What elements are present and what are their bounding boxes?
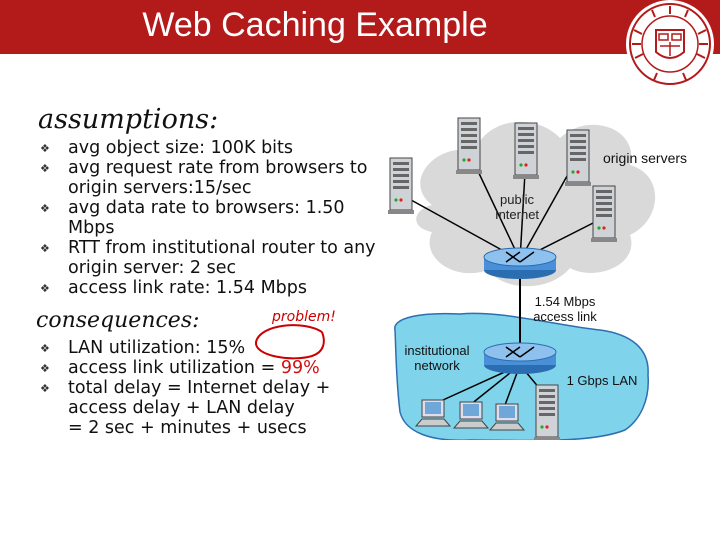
access-utilization-label: access link utilization = (68, 358, 281, 378)
list-item: access link utilization = 99% (40, 358, 385, 379)
network-diagram (387, 117, 656, 440)
origin-servers-label: origin servers (602, 150, 688, 166)
lan-server-icon (533, 384, 561, 440)
access-utilization-value: 99% (280, 358, 320, 378)
origin-server-icon (455, 117, 483, 175)
public-internet-label: public Internet (494, 192, 540, 222)
total-delay-text: total delay = Internet delay + access de… (68, 378, 331, 418)
title-bar (0, 0, 720, 54)
lan-label: 1 Gbps LAN (566, 373, 638, 388)
total-delay-result: = 2 sec + minutes + usecs (68, 418, 307, 438)
list-item: avg object size: 100K bits (40, 138, 380, 159)
list-item: access link rate: 1.54 Mbps (40, 278, 380, 299)
access-link-label: 1.54 Mbps access link (533, 294, 597, 324)
origin-server-icon (590, 185, 618, 243)
list-item: avg data rate to browsers: 1.50 Mbps (40, 198, 380, 238)
institutional-network-cloud (394, 312, 649, 440)
slide-title: Web Caching Example (142, 6, 488, 44)
origin-server-icon (564, 129, 592, 187)
consequences-heading: consequences: (36, 308, 200, 333)
list-item: LAN utilization: 15% (40, 338, 385, 359)
list-item: total delay = Internet delay + access de… (40, 378, 385, 438)
problem-annotation: problem! (272, 309, 336, 325)
origin-server-icon (387, 157, 415, 215)
origin-server-icon (512, 122, 540, 180)
list-item: RTT from institutional router to any ori… (40, 238, 380, 278)
lan-utilization-value: 15% (206, 338, 246, 358)
university-seal-icon (626, 0, 714, 88)
assumptions-heading: assumptions: (38, 104, 219, 135)
lan-utilization-label: LAN utilization: (68, 338, 207, 358)
problem-highlight-icon (255, 324, 325, 360)
assumptions-list: avg object size: 100K bits avg request r… (40, 138, 380, 299)
institutional-router-icon (483, 342, 557, 374)
list-item: avg request rate from browsers to origin… (40, 158, 380, 198)
internet-router-icon (483, 247, 557, 279)
consequences-list: LAN utilization: 15% access link utiliza… (40, 338, 385, 438)
institutional-network-label: institutional network (404, 343, 470, 373)
